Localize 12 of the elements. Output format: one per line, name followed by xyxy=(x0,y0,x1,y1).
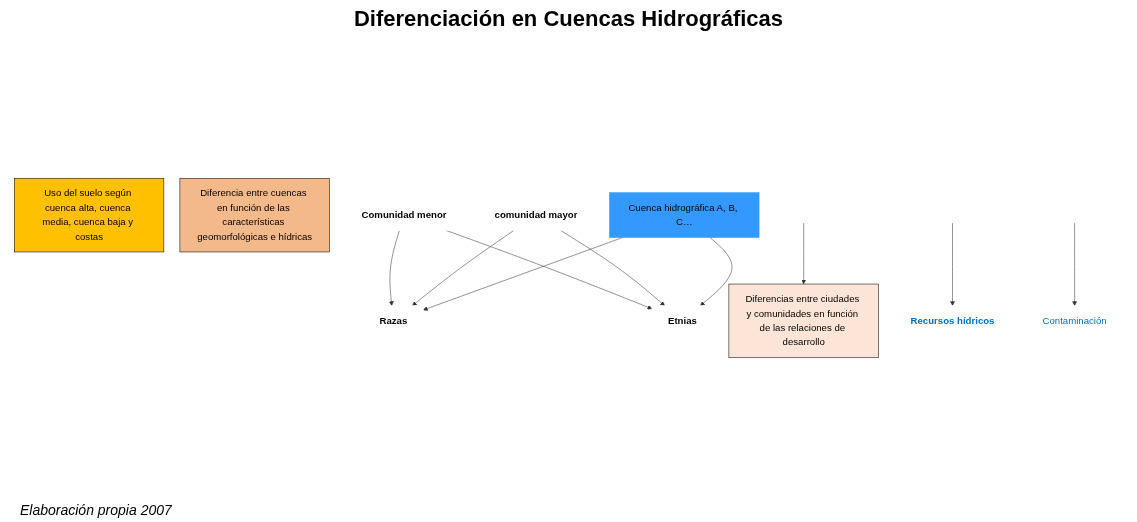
node-box: Diferencia entre cuencas en función de las características geomorfológicas e hídricas xyxy=(179,177,330,253)
node-text: comunidad mayor xyxy=(494,209,578,221)
node-box: Cuenca hidrográfica A, B, C… xyxy=(609,192,760,238)
node-text: Recursos hídricos xyxy=(910,315,995,326)
node-text: Contaminación xyxy=(1042,315,1107,326)
node-box: Uso del suelo según cuenca alta, cuenca media, cuenca baja y costas xyxy=(14,177,165,253)
diagram-title: Diferenciación en Cuencas Hidrográficas xyxy=(353,6,784,32)
node-box: Diferencias entre ciudades y comunidades en función de las relaciones de desarrollo xyxy=(728,283,879,359)
source-caption: Elaboración propia 2007 xyxy=(20,502,172,518)
node-text: Comunidad menor xyxy=(361,209,447,221)
node-text: Etnias xyxy=(667,315,697,326)
node-text: Razas xyxy=(379,315,408,326)
